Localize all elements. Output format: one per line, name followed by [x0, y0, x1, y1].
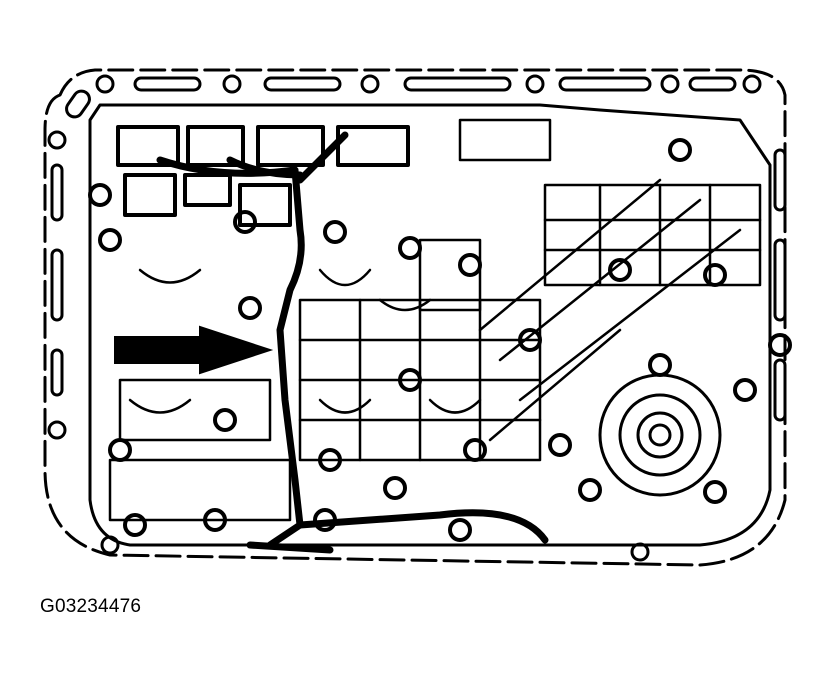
side-slots	[47, 89, 787, 562]
wiring-harness	[156, 131, 549, 554]
solenoid-connectors	[116, 125, 410, 227]
valve-body-plate	[88, 103, 772, 547]
arrow-right-icon	[114, 325, 274, 375]
figure-caption: G03234476	[40, 596, 142, 617]
bolt-heads	[88, 138, 792, 542]
housing-outline	[43, 68, 787, 567]
accumulator-piston	[598, 373, 722, 497]
valve-body-channels	[108, 118, 762, 522]
valve-body-illustration	[43, 68, 792, 567]
top-slots	[95, 74, 762, 94]
